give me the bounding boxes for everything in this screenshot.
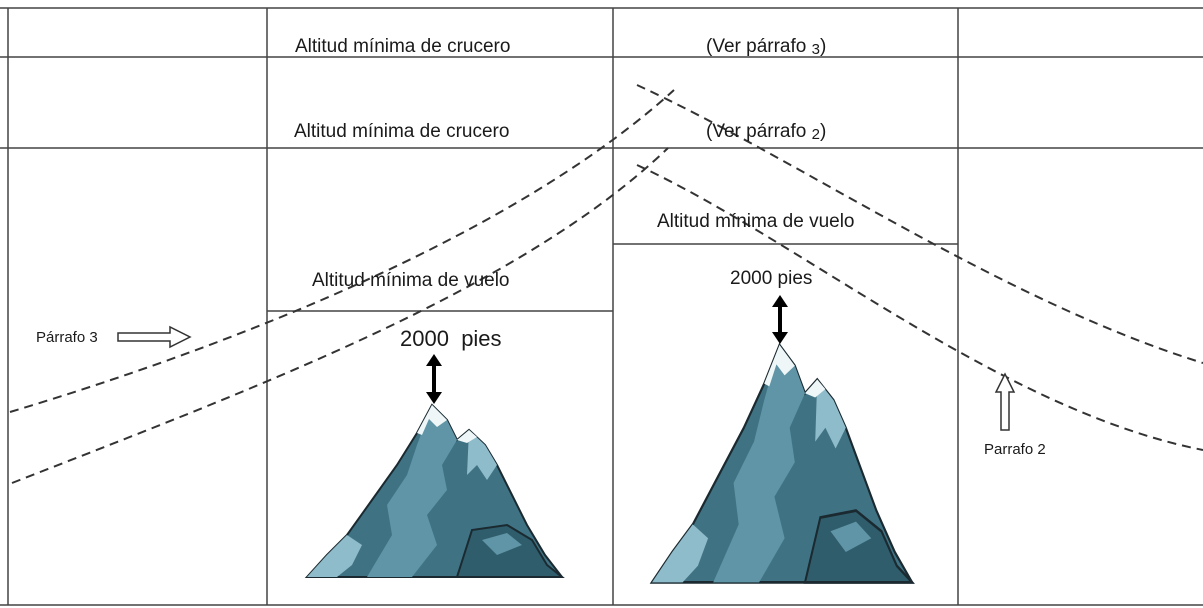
dashed-curves — [9, 84, 1203, 484]
curve-parrafo3-outer — [9, 89, 675, 413]
mountain-icon — [650, 343, 914, 584]
parrafo-2-label: Parrafo 2 — [984, 441, 1046, 458]
see-paragraph-3-label: (Ver párrafo 3) — [706, 36, 827, 58]
min-cruise-label-top: Altitud mínima de crucero — [295, 36, 511, 57]
curve-parrafo2-inner — [636, 164, 1203, 451]
mountain-icon — [306, 404, 563, 578]
hollow-arrow-right-icon — [117, 325, 192, 349]
parrafo-3-label: Párrafo 3 — [36, 329, 98, 346]
curve-parrafo3-inner — [11, 147, 669, 484]
min-flight-label-right: Altitud mínima de vuelo — [657, 211, 855, 232]
double-arrow-icon — [772, 295, 788, 344]
curve-parrafo2-outer — [636, 84, 1203, 364]
hollow-arrow-up-icon — [994, 372, 1016, 431]
min-cruise-label-mid: Altitud mínima de crucero — [294, 121, 510, 142]
table-grid — [0, 7, 1203, 606]
feet-label-right: 2000 pies — [730, 268, 813, 289]
min-flight-label-left: Altitud mínima de vuelo — [312, 270, 510, 291]
feet-label-left: 2000 pies — [400, 326, 502, 351]
see-paragraph-2-label: (Ver párrafo 2) — [706, 121, 827, 143]
double-arrow-icon — [426, 354, 442, 404]
